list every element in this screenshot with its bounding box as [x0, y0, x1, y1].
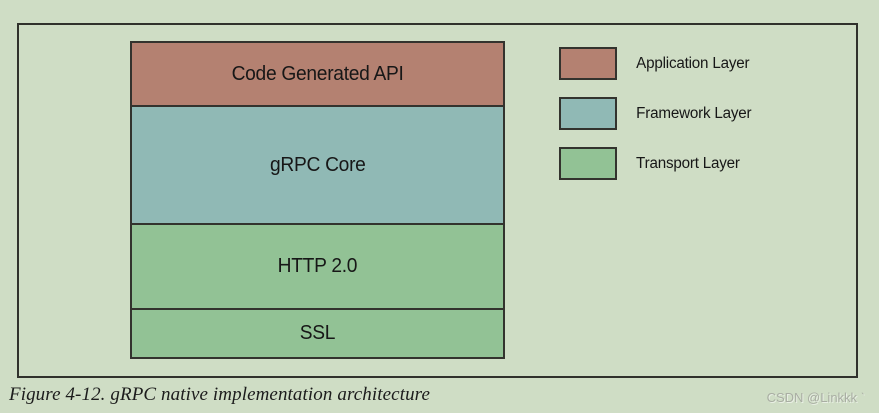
- csdn-watermark: CSDN @Linkkk ˋ: [766, 390, 865, 405]
- layer-label-http-2: HTTP 2.0: [277, 255, 358, 277]
- figure-caption: Figure 4-12. gRPC native implementation …: [9, 384, 430, 405]
- legend-swatch-framework-layer: [559, 97, 617, 130]
- layer-ssl: SSL: [130, 308, 505, 359]
- legend-item-transport-layer: Transport Layer: [559, 147, 753, 180]
- layer-http-2: HTTP 2.0: [130, 223, 505, 310]
- legend: Application Layer Framework Layer Transp…: [559, 47, 753, 197]
- legend-item-application-layer: Application Layer: [559, 47, 753, 80]
- diagram-frame: Code Generated API gRPC Core HTTP 2.0 SS…: [17, 23, 858, 378]
- layer-label-code-generated-api: Code Generated API: [231, 62, 404, 85]
- layer-stack: Code Generated API gRPC Core HTTP 2.0 SS…: [130, 41, 505, 359]
- legend-item-framework-layer: Framework Layer: [559, 97, 753, 130]
- legend-label-transport-layer: Transport Layer: [636, 154, 740, 172]
- legend-swatch-transport-layer: [559, 147, 617, 180]
- layer-code-generated-api: Code Generated API: [130, 41, 505, 107]
- legend-swatch-application-layer: [559, 47, 617, 80]
- layer-label-grpc-core: gRPC Core: [269, 153, 366, 176]
- legend-label-application-layer: Application Layer: [636, 54, 750, 72]
- layer-grpc-core: gRPC Core: [130, 105, 505, 225]
- legend-label-framework-layer: Framework Layer: [636, 104, 752, 122]
- layer-label-ssl: SSL: [299, 322, 336, 344]
